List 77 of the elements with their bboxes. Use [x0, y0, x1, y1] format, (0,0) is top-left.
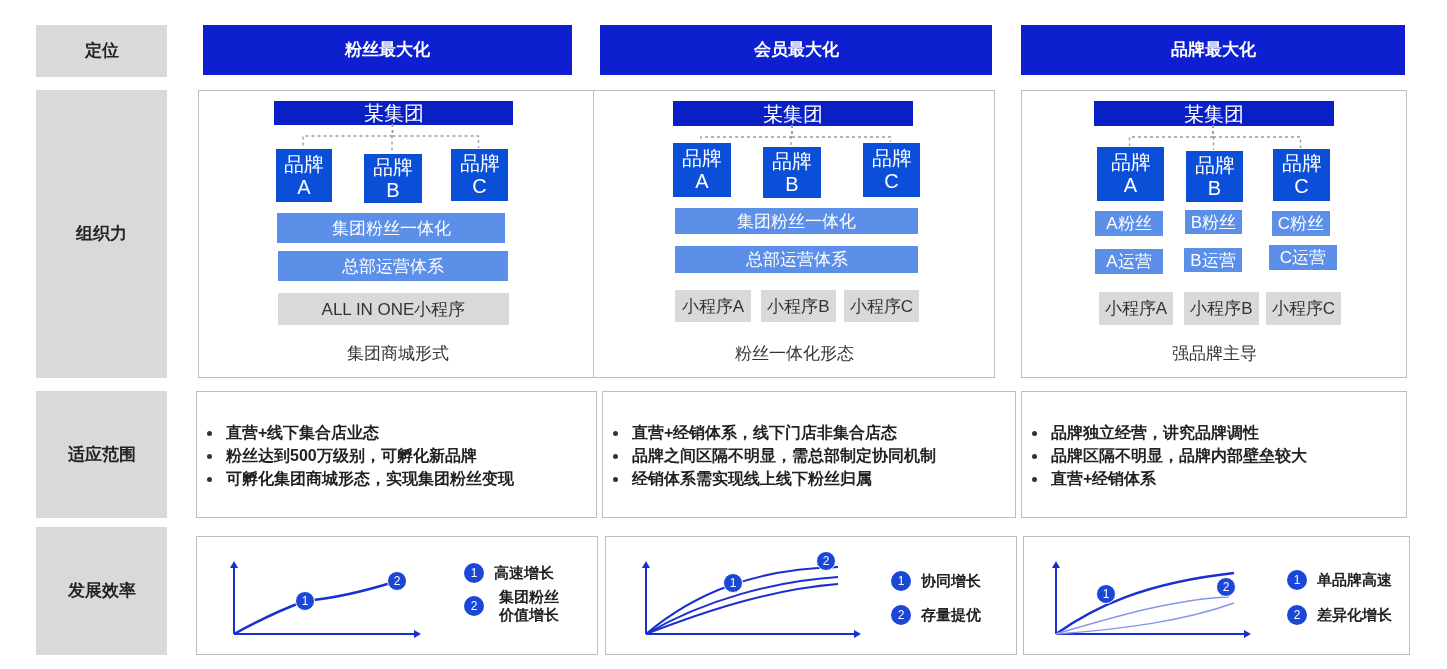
brand-box: 品牌 A	[1097, 147, 1164, 201]
scope-item: 直营+经销体系	[1051, 469, 1157, 489]
scope-item: 品牌区隔不明显，品牌内部壁垒较大	[1051, 446, 1307, 466]
brand-box: 品牌 C	[451, 149, 508, 201]
chart-picture	[605, 536, 1017, 655]
row-header: 适应范围	[36, 391, 167, 518]
group-box: 某集团	[673, 101, 913, 126]
legend-marker: 2	[1287, 605, 1307, 625]
column-header: 品牌最大化	[1021, 25, 1405, 75]
mini-program-box: 小程序A	[1099, 292, 1173, 325]
number-marker: 1	[723, 573, 743, 593]
number-marker: 2	[1216, 577, 1236, 597]
number-marker: 1	[295, 591, 315, 611]
scope-item: 粉丝达到500万级别，可孵化新品牌	[226, 446, 477, 466]
layer-bar: A运营	[1095, 249, 1163, 274]
mini-program-box: 小程序C	[844, 290, 919, 322]
brand-box: 品牌 A	[673, 143, 731, 197]
brand-box: 品牌 B	[763, 147, 821, 198]
chart-picture	[1023, 536, 1410, 655]
brand-box: 品牌 B	[364, 154, 422, 203]
scope-item: 直营+线下集合店业态	[226, 423, 380, 443]
legend-marker: 1	[464, 563, 484, 583]
legend-text: 高速增长	[494, 563, 555, 583]
scope-item: 品牌之间区隔不明显，需总部制定协同机制	[632, 446, 936, 466]
connector-line	[391, 123, 480, 149]
column-header: 粉丝最大化	[203, 25, 572, 75]
scope-item: 直营+经销体系，线下门店非集合店态	[632, 423, 898, 443]
mini-program-box: 小程序B	[761, 290, 836, 322]
group-box: 某集团	[1094, 101, 1334, 126]
row-header: 组织力	[36, 90, 167, 378]
scope-item: 品牌独立经营，讲究品牌调性	[1051, 423, 1259, 443]
row-header: 发展效率	[36, 527, 167, 655]
org-panel	[1021, 90, 1407, 378]
column-header: 会员最大化	[600, 25, 992, 75]
chart-picture	[196, 536, 598, 655]
scope-panel	[602, 391, 1016, 518]
legend-marker: 2	[891, 605, 911, 625]
legend-text: 协同增长	[921, 571, 982, 591]
layer-bar: B运营	[1184, 248, 1242, 272]
panel-caption: 集团商城形式	[346, 343, 449, 365]
org-panel	[593, 90, 995, 378]
legend-marker: 1	[891, 571, 911, 591]
brand-box: 品牌 A	[276, 149, 332, 202]
brand-box: 品牌 C	[863, 143, 920, 197]
mini-program-box: ALL IN ONE小程序	[278, 293, 509, 325]
scope-panel	[196, 391, 597, 518]
layer-bar: 总部运营体系	[278, 251, 508, 281]
layer-bar: A粉丝	[1095, 211, 1163, 236]
number-marker: 2	[816, 551, 836, 571]
scope-item: 经销体系需实现线上线下粉丝归属	[632, 469, 872, 489]
legend-text: 差异化增长	[1317, 605, 1393, 625]
mini-program-box: 小程序B	[1184, 292, 1259, 325]
mini-program-box: 小程序C	[1266, 292, 1341, 325]
legend-text: 存量提优	[921, 605, 982, 625]
connector-line	[791, 124, 892, 143]
number-marker: 1	[1096, 584, 1116, 604]
layer-bar: 集团粉丝一体化	[277, 213, 505, 243]
legend-text: 集团粉丝价值增长	[498, 587, 560, 625]
legend-marker: 1	[1287, 570, 1307, 590]
legend-text: 单品牌高速	[1317, 570, 1393, 590]
legend-marker: 2	[464, 596, 484, 616]
layer-bar: C运营	[1269, 245, 1337, 270]
scope-item: 可孵化集团商城形态，实现集团粉丝变现	[226, 469, 514, 489]
mini-program-box: 小程序A	[675, 290, 751, 322]
scope-panel	[1021, 391, 1407, 518]
layer-bar: 总部运营体系	[675, 246, 918, 273]
layer-bar: C粉丝	[1272, 211, 1330, 236]
panel-caption: 粉丝一体化形态	[734, 343, 854, 365]
number-marker: 2	[387, 571, 407, 591]
panel-caption: 强品牌主导	[1171, 343, 1257, 365]
connector-line	[1212, 124, 1302, 149]
group-box: 某集团	[274, 101, 513, 125]
layer-bar: B粉丝	[1185, 210, 1242, 234]
row-header: 定位	[36, 25, 167, 77]
brand-box: 品牌 B	[1186, 151, 1243, 202]
layer-bar: 集团粉丝一体化	[675, 208, 918, 234]
brand-box: 品牌 C	[1273, 149, 1330, 201]
